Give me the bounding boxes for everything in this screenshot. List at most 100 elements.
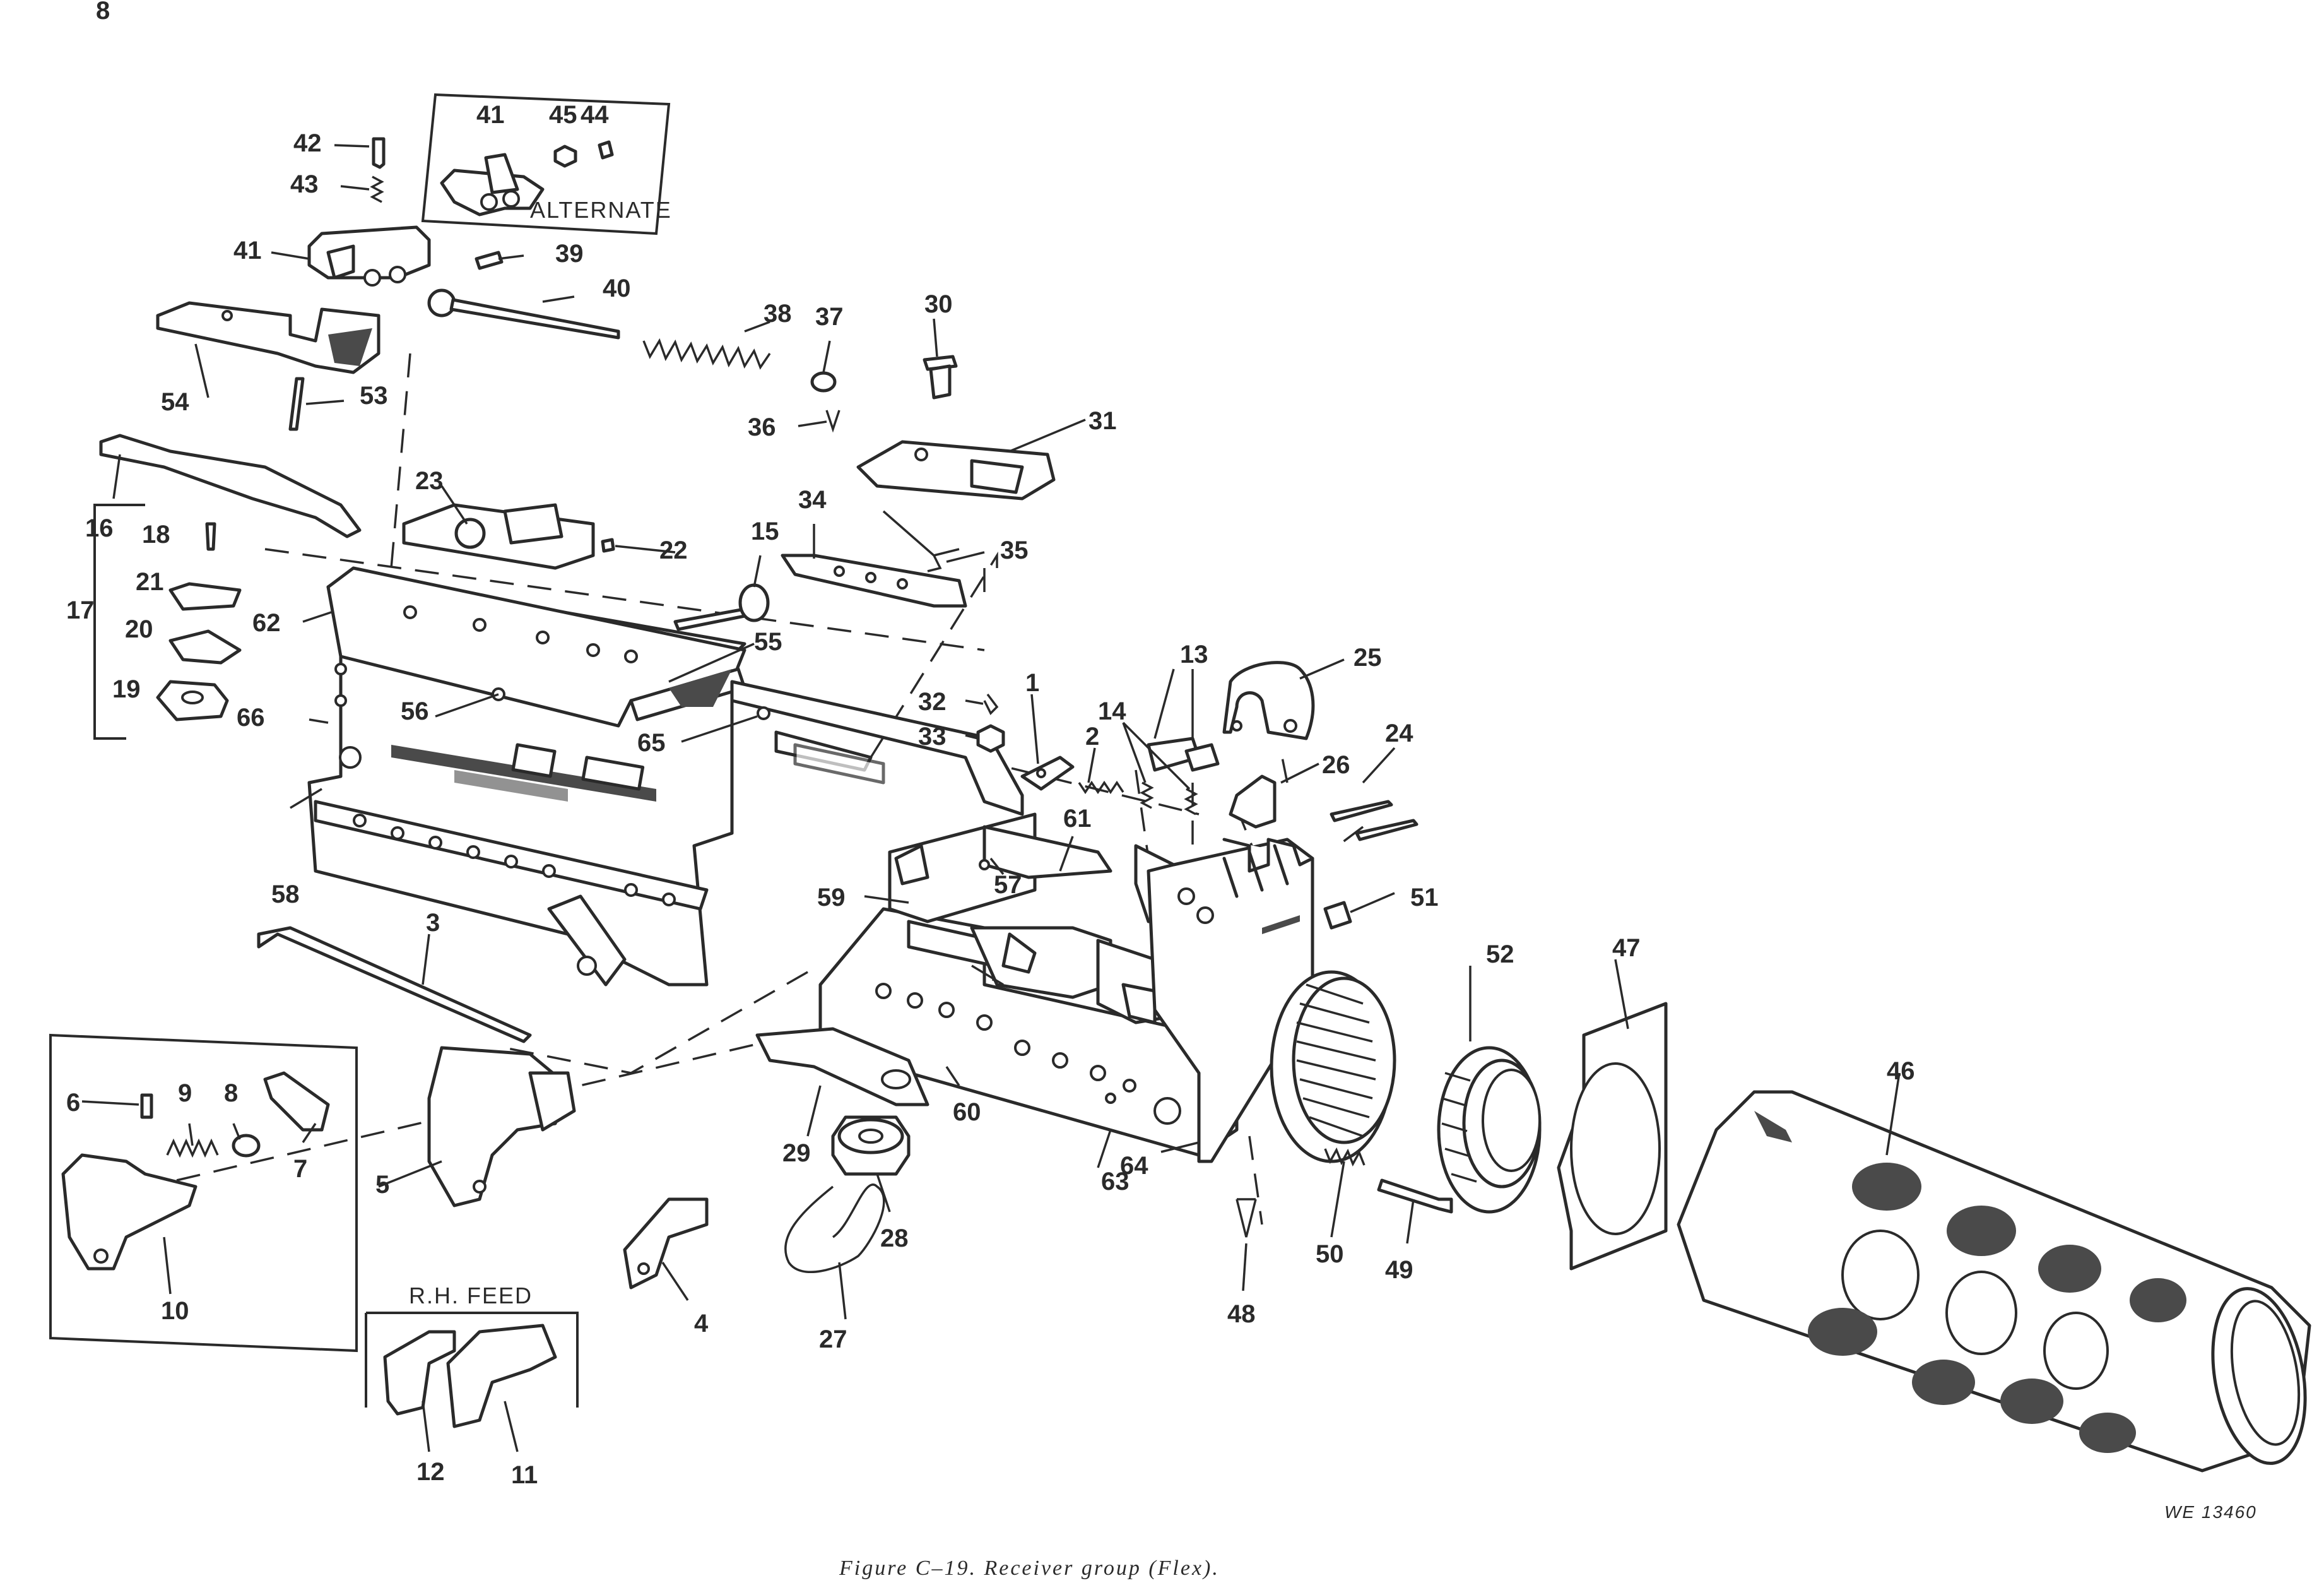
callout-11: 11 (511, 1461, 538, 1489)
part-30-plunger (923, 355, 958, 400)
rh-feed-label: R.H. FEED (409, 1283, 533, 1308)
subassembly-17 (93, 504, 242, 740)
part-5-feed-bracket (427, 1046, 576, 1207)
top-plate (326, 566, 746, 728)
callout-4: 4 (694, 1310, 709, 1337)
callout-17: 17 (66, 596, 95, 624)
callout-29: 29 (782, 1139, 811, 1167)
figure-caption: Figure C–19. Receiver group (Flex). (839, 1556, 1220, 1580)
callout-40: 40 (603, 275, 631, 302)
part-40-rod (427, 288, 620, 340)
part-45-nut (553, 145, 577, 168)
part-47-gasket-plate (1557, 1002, 1668, 1271)
callout-19: 19 (112, 675, 141, 703)
part-51-screw (1323, 901, 1352, 930)
part-46-muzzle-device (1677, 1090, 2311, 1473)
part-52-ring-nut (1437, 1046, 1542, 1214)
part-22-screw (601, 538, 615, 553)
callout-41-alternate: 41 (476, 101, 505, 129)
part-28-castle-nut (831, 1115, 911, 1176)
alternate-label: ALTERNATE (530, 197, 672, 223)
part-25-cover (1222, 661, 1315, 740)
part-1-pin-plate (1020, 756, 1075, 791)
part-4-bracket (623, 1197, 709, 1290)
trunnion-block (1147, 838, 1396, 1163)
part-15-pin (673, 583, 770, 631)
callout-20: 20 (125, 615, 153, 643)
part-16-strap (99, 434, 362, 538)
callout-22: 22 (659, 537, 688, 564)
callout-2: 2 (1085, 723, 1099, 750)
callout-58: 58 (271, 881, 300, 908)
callout-1: 1 (1025, 669, 1039, 697)
callout-50: 50 (1316, 1240, 1344, 1268)
callout-10: 10 (161, 1297, 189, 1325)
part-54-cover-plate (156, 301, 380, 374)
callout-28: 28 (880, 1224, 909, 1252)
callout-60: 60 (953, 1098, 981, 1126)
callout-39: 39 (555, 240, 584, 268)
part-13-plungers (1147, 737, 1220, 772)
callout-49: 49 (1385, 1256, 1413, 1284)
callout-15: 15 (751, 518, 779, 545)
callout-23: 23 (415, 467, 444, 495)
rh-feed-inset: R.H. FEED (365, 1283, 579, 1428)
callout-53: 53 (360, 382, 388, 410)
callout-47: 47 (1612, 934, 1641, 962)
callout-18: 18 (142, 521, 170, 548)
callout-21: 21 (136, 568, 164, 596)
part-31-slide (856, 440, 1056, 501)
part-8-plunger (232, 1134, 261, 1158)
feed-lever-inset (49, 1033, 358, 1353)
callout-61: 61 (1063, 805, 1092, 833)
part-49-plunger (1377, 1178, 1453, 1214)
callout-38: 38 (764, 300, 792, 328)
callout-45: 45 (549, 101, 577, 129)
callout-65: 65 (637, 729, 666, 757)
callout-52: 52 (1486, 940, 1514, 968)
callout-66: 66 (237, 704, 265, 732)
callout-56: 56 (401, 697, 429, 725)
callout-34: 34 (798, 486, 827, 514)
part-14-springs (1140, 781, 1198, 815)
callout-24: 24 (1385, 720, 1413, 747)
part-48-cotter (1236, 1198, 1257, 1238)
part-41-latch (307, 225, 431, 287)
part-7-lever (263, 1071, 330, 1132)
callout-3: 3 (426, 909, 440, 937)
part-11-bracket (446, 1324, 557, 1428)
part-24-pins (1330, 800, 1419, 841)
callout-44: 44 (581, 101, 609, 129)
callout-7: 7 (293, 1155, 307, 1183)
leader-lines (81, 144, 1901, 1452)
callout-54: 54 (161, 388, 189, 416)
callout-14: 14 (1098, 697, 1126, 725)
part-36-cotter (825, 410, 841, 433)
part-41-alternate-latch (440, 153, 545, 216)
part-6-pin (140, 1093, 153, 1119)
callout-43: 43 (290, 170, 319, 198)
callout-9: 9 (178, 1079, 192, 1107)
part-43-spring (370, 175, 384, 203)
callout-36: 36 (748, 413, 776, 441)
corner-mark: 8 (96, 0, 110, 25)
thread-lines (1296, 983, 1376, 1137)
part-39-pin (475, 251, 504, 270)
callout-numbers: 1 2 3 4 5 6 7 8 9 10 11 12 13 14 15 16 1… (66, 101, 1915, 1489)
part-32-cotter (983, 693, 999, 715)
callout-8: 8 (224, 1079, 238, 1107)
callout-32: 32 (918, 688, 947, 716)
callout-48: 48 (1227, 1300, 1256, 1328)
callout-63: 63 (1101, 1168, 1130, 1195)
part-34-bar (781, 554, 967, 608)
callout-35: 35 (1000, 537, 1029, 564)
callout-13: 13 (1180, 641, 1208, 668)
callout-6: 6 (66, 1089, 80, 1117)
part-2-spring (1078, 780, 1124, 795)
callout-57: 57 (994, 871, 1022, 899)
callout-51: 51 (1410, 884, 1439, 911)
callout-5: 5 (375, 1171, 389, 1199)
alternate-inset: ALTERNATE (421, 93, 672, 235)
callout-33: 33 (918, 723, 947, 750)
